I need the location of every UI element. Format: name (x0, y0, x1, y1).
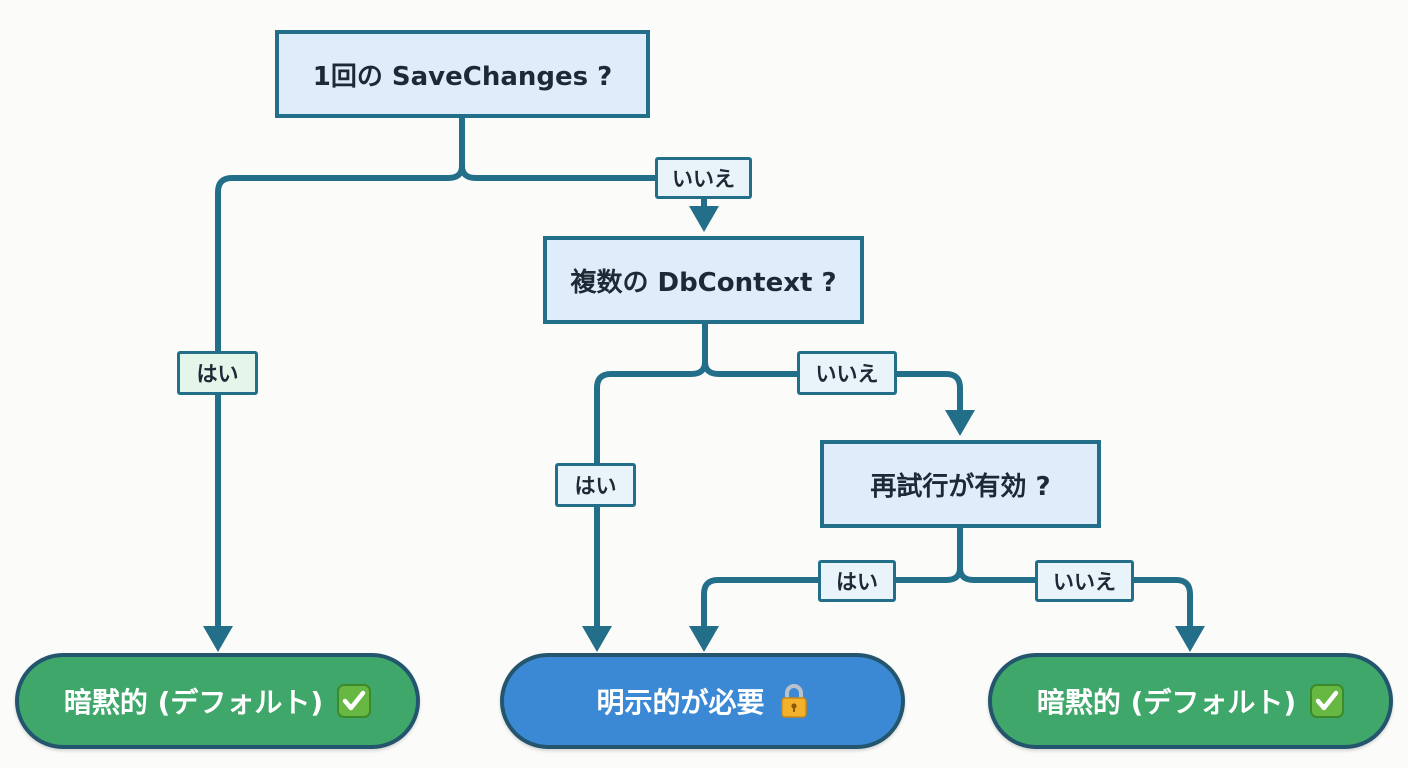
edge-label-q2-no-text: いいえ (815, 362, 879, 386)
decision-multiple-dbcontext: 複数の DbContext ? (543, 236, 864, 324)
connector-q1-yes (215, 163, 465, 633)
outcome-explicit-required: 明示的が必要 (500, 653, 905, 749)
outcome-implicit-left: 暗黙的 (デフォルト) (15, 653, 420, 749)
arrowhead-q3-no (1175, 626, 1205, 652)
arrowhead-q1-yes (203, 626, 233, 652)
decision-retry-enabled-text: 再試行が有効 ? (870, 471, 1051, 502)
check-mark-icon (1310, 684, 1345, 718)
decision-single-savechanges-text: 1回の SaveChanges ? (312, 61, 613, 92)
arrowhead-q1-no (689, 206, 719, 232)
edge-label-q3-yes: はい (818, 560, 896, 602)
decision-single-savechanges: 1回の SaveChanges ? (275, 30, 650, 118)
edge-label-q2-yes: はい (555, 463, 636, 507)
edge-label-q3-no: いいえ (1035, 560, 1134, 602)
edge-label-q1-yes-text: はい (196, 362, 239, 386)
decision-multiple-dbcontext-text: 複数の DbContext ? (570, 267, 837, 298)
edge-label-q2-no: いいえ (797, 351, 897, 395)
connector-q3-no (957, 565, 1193, 633)
decision-retry-enabled: 再試行が有効 ? (820, 440, 1101, 528)
connector-q2-no (702, 359, 963, 413)
outcome-implicit-right: 暗黙的 (デフォルト) (988, 653, 1393, 749)
edge-label-q1-yes: はい (177, 351, 258, 395)
outcome-implicit-right-text: 暗黙的 (デフォルト) (1036, 686, 1297, 719)
edge-label-q3-yes-text: はい (836, 570, 878, 594)
edge-label-q1-no-text: いいえ (672, 167, 735, 191)
check-mark-icon (337, 684, 372, 718)
edge-label-q3-no-text: いいえ (1053, 570, 1116, 594)
arrowhead-q2-yes (582, 626, 612, 652)
lock-icon (779, 683, 809, 719)
arrowhead-q2-no (945, 410, 975, 436)
edge-label-q1-no: いいえ (655, 157, 752, 199)
outcome-implicit-left-text: 暗黙的 (デフォルト) (63, 686, 324, 719)
outcome-explicit-required-text: 明示的が必要 (596, 686, 765, 719)
arrowhead-q3-yes (689, 626, 719, 652)
edge-label-q2-yes-text: はい (574, 474, 617, 498)
